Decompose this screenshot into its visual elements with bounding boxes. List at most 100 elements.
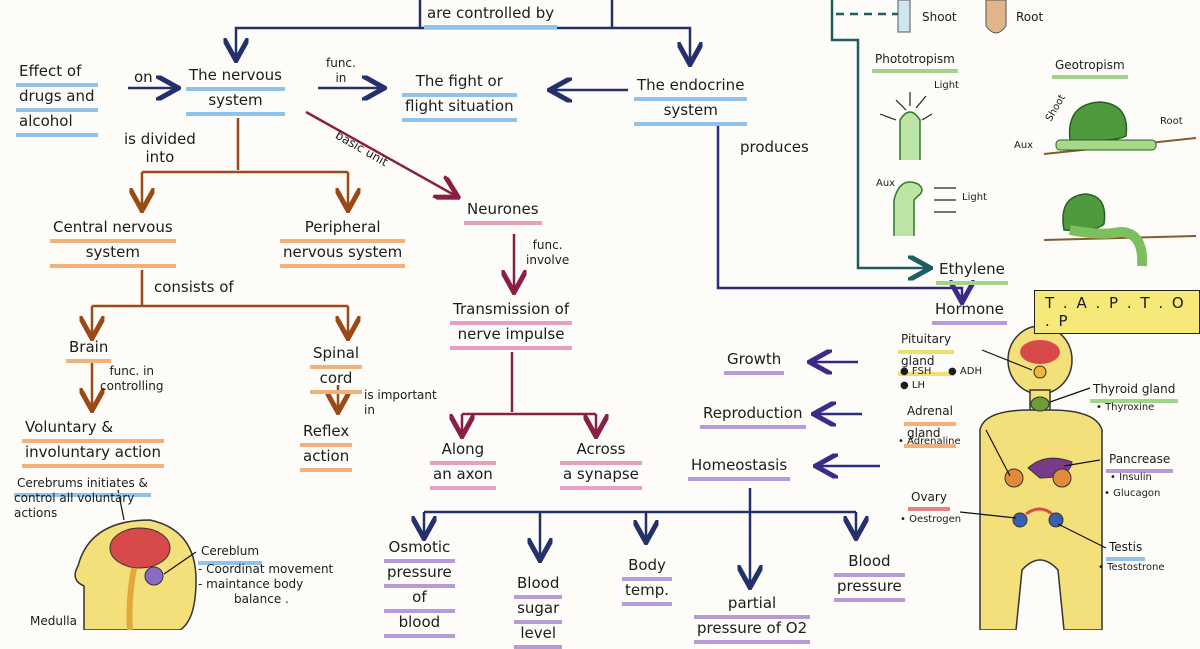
cerebellum-text: Cereblum [198, 544, 263, 565]
geotropism-seedling-2 [1062, 193, 1106, 232]
adrenal-line1: Adrenal [904, 404, 956, 426]
note-cerebrum: Cerebrums initiates & control all volunt… [14, 476, 151, 521]
label-adh: ● ADH [948, 366, 982, 377]
node-spinal-cord: Spinal cord [310, 344, 363, 394]
fight-flight-line1: The fight or [402, 72, 517, 97]
spinal-cord-line2: cord [310, 369, 363, 394]
connector-endocrine [716, 124, 962, 466]
link-func-involve: func. involve [526, 238, 569, 268]
root-sketch [985, 0, 1007, 34]
osmotic-line4: blood [384, 613, 455, 638]
pns-line2: nervous system [280, 243, 406, 268]
cns-line1: Central nervous [50, 218, 176, 243]
func-involve-line2: involve [526, 253, 570, 267]
effect-drugs-line3: alcohol [16, 112, 98, 137]
node-across-synapse: Across a synapse [560, 440, 642, 490]
nervous-system-line1: The nervous [186, 66, 285, 91]
controlled-by-text: are controlled by [424, 4, 558, 29]
brain-text: Brain [66, 338, 112, 363]
cerebellum-note-2: - maintance body [198, 577, 304, 591]
ovary-text: Ovary [908, 490, 950, 511]
label-cerebellum: Cereblum [198, 544, 263, 565]
label-light-2: Light [962, 192, 987, 203]
cerebellum-note-1: - Coordinat movement [198, 562, 334, 576]
node-fight-or-flight: The fight or flight situation [402, 72, 517, 122]
link-func-in: func. in [326, 56, 356, 86]
thyroid-text: Thyroid gland [1090, 382, 1179, 403]
divided-into-line2: into [145, 148, 175, 166]
label-aux-2: Aux [1014, 140, 1034, 151]
voluntary-line1: Voluntary & [22, 418, 164, 443]
geotropism-root-1 [1055, 139, 1157, 151]
connector-row1 [128, 88, 628, 90]
node-voluntary-involuntary: Voluntary & involuntary action [22, 418, 164, 468]
reproduction-text: Reproduction [700, 404, 806, 429]
testis-text: Testis [1106, 540, 1146, 561]
node-endocrine-system: The endocrine system [634, 76, 748, 126]
shoot-sketch [897, 0, 911, 33]
link-important-in: is important in [364, 388, 437, 418]
link-func-in-controlling: func. in controlling [100, 364, 164, 394]
neurones-text: Neurones [464, 200, 542, 225]
transmission-line2: nerve impulse [450, 325, 573, 350]
connector-neurone [305, 110, 596, 434]
cerebrum-note-line3: actions [14, 506, 58, 520]
endocrine-line2: system [634, 101, 748, 126]
connector-homeostasis [424, 488, 856, 585]
node-reproduction: Reproduction [700, 404, 806, 429]
fsh-text: FSH [911, 366, 932, 377]
across-synapse-line2: a synapse [560, 465, 642, 490]
fight-flight-line2: flight situation [402, 97, 517, 122]
notes-cerebellum: - Coordinat movement - maintance body ba… [198, 562, 333, 607]
thyroxine-text: • Thyroxine [1096, 402, 1155, 413]
node-reflex-action: Reflex action [300, 422, 353, 472]
connector-nervous-division [92, 118, 348, 410]
human-body-figure [959, 325, 1107, 630]
concept-map-canvas [74, 0, 1197, 630]
node-osmotic-pressure: Osmotic pressure of blood [384, 538, 455, 638]
sugar-line3: level [514, 624, 563, 649]
label-pancreas: Pancrease [1106, 452, 1174, 473]
testosterone-text: • Testostrone [1098, 562, 1165, 573]
label-root-2: Root [1160, 116, 1183, 127]
adrenal-line2: gland [904, 426, 956, 448]
pressure-line1: Blood [834, 552, 905, 577]
osmotic-line1: Osmotic [384, 538, 455, 563]
osmotic-line3: of [384, 588, 455, 613]
node-partial-pressure: partial pressure of O2 [694, 594, 811, 644]
phototropism-shoot-bent [893, 181, 923, 236]
sugar-line2: sugar [514, 599, 563, 624]
adh-text: ADH [959, 366, 982, 377]
pituitary-line1: Pituitary [898, 332, 955, 354]
hormone-text: Hormone [932, 300, 1007, 325]
spinal-cord-line1: Spinal [310, 344, 363, 369]
link-consists-of: consists of [154, 278, 234, 296]
node-central-nervous-system: Central nervous system [50, 218, 176, 268]
important-in-line2: in [364, 403, 375, 417]
node-ethylene: Ethylene [936, 260, 1008, 285]
osmotic-line2: pressure [384, 563, 455, 588]
pituitary-line2: gland [898, 354, 955, 376]
endocrine-line1: The endocrine [634, 76, 748, 101]
node-neurones: Neurones [464, 200, 542, 225]
label-medulla: Medulla [30, 614, 77, 628]
phototropism-text: Phototropism [872, 52, 958, 73]
taptop-box: T . A . P . T . O . P [1034, 290, 1200, 334]
node-transmission: Transmission of nerve impulse [450, 300, 573, 350]
along-axon-line2: an axon [430, 465, 496, 490]
ethylene-text: Ethylene [936, 260, 1008, 285]
func-in-line2: in [335, 71, 347, 85]
effect-drugs-line2: drugs and [16, 87, 98, 112]
growth-text: Growth [724, 350, 785, 375]
reflex-line1: Reflex [300, 422, 353, 447]
reflex-line2: action [300, 447, 353, 472]
connector-plant-panel [830, 0, 928, 268]
node-growth: Growth [724, 350, 785, 375]
node-hormone: Hormone [932, 300, 1007, 325]
partial-line2: pressure of O2 [694, 619, 811, 644]
head-sketch [74, 489, 197, 630]
node-along-axon: Along an axon [430, 440, 496, 490]
cns-line2: system [50, 243, 176, 268]
divided-into-line1: is divided [124, 130, 196, 148]
label-root: Root [1016, 10, 1044, 24]
